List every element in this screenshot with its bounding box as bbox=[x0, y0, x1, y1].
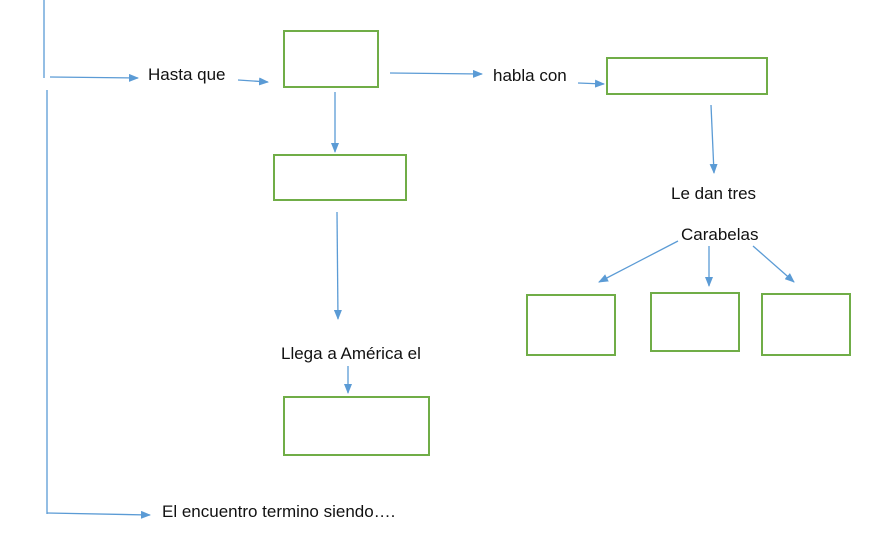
arrow-habla-con-to-box bbox=[577, 79, 605, 88]
label-le-dan-tres: Le dan tres bbox=[671, 184, 757, 203]
label-hasta-que: Hasta que bbox=[148, 65, 226, 84]
label-encuentro: El encuentro termino siendo…. bbox=[162, 502, 396, 521]
arrow-carabelas-right bbox=[752, 245, 795, 283]
label-habla-con: habla con bbox=[493, 66, 567, 85]
answer-box-carabela-3[interactable] bbox=[761, 293, 851, 356]
arrow-habla-box-to-le-dan bbox=[709, 104, 718, 174]
arrow-box-to-habla-con bbox=[389, 69, 483, 78]
answer-box-carabela-1[interactable] bbox=[526, 294, 616, 356]
arrow-second-box-to-llega bbox=[333, 211, 342, 320]
arrow-carabelas-left bbox=[598, 240, 679, 283]
answer-box-carabela-2[interactable] bbox=[650, 292, 740, 352]
arrow-to-hasta-que bbox=[49, 73, 139, 82]
arrow-hasta-que-to-box bbox=[237, 77, 269, 86]
answer-box-second[interactable] bbox=[273, 154, 407, 201]
answer-box-hasta-que[interactable] bbox=[283, 30, 379, 88]
arrow-to-encuentro bbox=[46, 510, 151, 519]
answer-box-llega-fecha[interactable] bbox=[283, 396, 430, 456]
answer-box-habla-con[interactable] bbox=[606, 57, 768, 95]
label-llega-a-america: Llega a América el bbox=[281, 344, 421, 363]
label-carabelas: Carabelas bbox=[681, 225, 759, 244]
